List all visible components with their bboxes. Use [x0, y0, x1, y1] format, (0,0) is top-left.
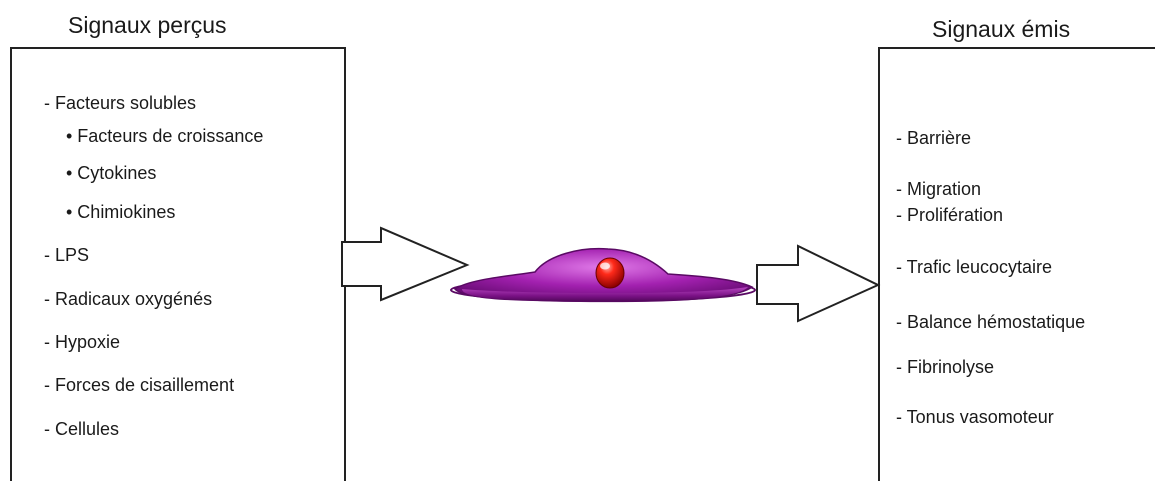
left-panel-title: Signaux perçus — [68, 12, 227, 38]
right-item-vasomotor-tone: - Tonus vasomoteur — [896, 407, 1054, 427]
left-item-growth-factors: • Facteurs de croissance — [66, 126, 264, 146]
right-item-barrier: - Barrière — [896, 128, 972, 148]
input-arrow — [341, 226, 470, 302]
right-item-leukocyte-trafficking: - Trafic leucocytaire — [896, 257, 1053, 277]
left-item-lps: - LPS — [44, 245, 90, 265]
left-item-cytokines: • Cytokines — [66, 163, 157, 183]
left-item-chemokines: • Chimiokines — [66, 202, 176, 222]
right-item-hemostatic-balance: - Balance hémostatique — [896, 312, 1086, 332]
output-arrow — [756, 244, 881, 323]
right-item-proliferation: - Prolifération — [896, 205, 1004, 225]
right-panel-box — [878, 47, 1155, 481]
left-item-shear-forces: - Forces de cisaillement — [44, 375, 235, 395]
left-item-cells: - Cellules — [44, 419, 120, 439]
right-panel-title: Signaux émis — [932, 16, 1071, 42]
right-item-migration: - Migration — [896, 179, 982, 199]
left-item-soluble-factors: - Facteurs solubles — [44, 93, 197, 113]
right-item-fibrinolysis: - Fibrinolyse — [896, 357, 995, 377]
left-panel-box — [10, 47, 346, 481]
nucleus-icon — [595, 257, 625, 289]
endothelial-cell-icon — [450, 247, 756, 303]
left-item-hypoxia: - Hypoxie — [44, 332, 121, 352]
left-item-oxygen-radicals: - Radicaux oxygénés — [44, 289, 213, 309]
